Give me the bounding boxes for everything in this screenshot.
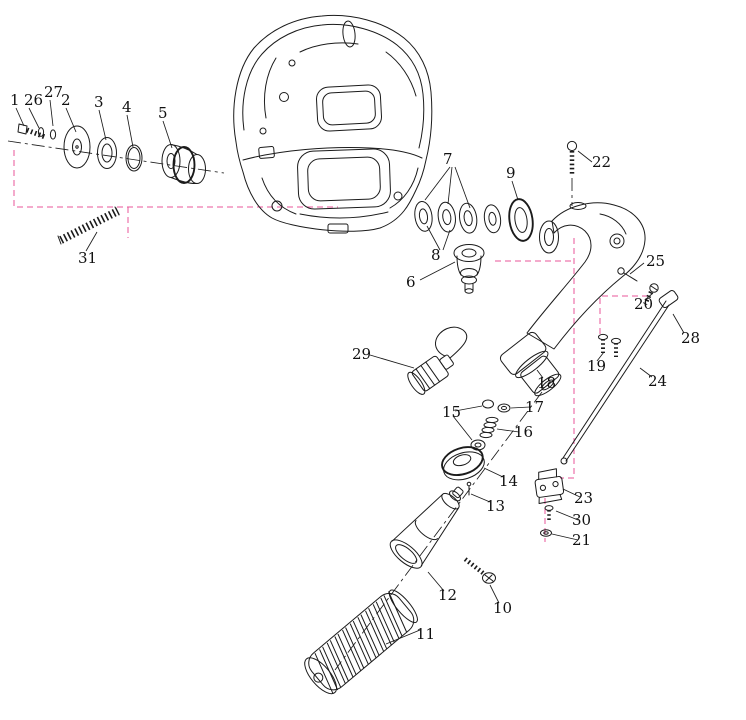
part-13-pin	[466, 481, 472, 496]
part-label-30: 30	[572, 511, 591, 529]
part-30-screw	[544, 505, 554, 521]
part-label-24: 24	[648, 372, 667, 390]
part-14-grommet	[441, 446, 485, 481]
part-label-19: 19	[587, 357, 606, 375]
part-label-21: 21	[572, 531, 591, 549]
part-20-screw	[642, 283, 659, 306]
part-24-throttle-rod	[560, 300, 670, 465]
part-18-throttle-housing	[499, 331, 562, 397]
part-label-18: 18	[537, 374, 556, 392]
part-label-1: 1	[10, 91, 20, 109]
part-label-3: 3	[94, 93, 104, 111]
part-label-23: 23	[574, 489, 593, 507]
part-label-7: 7	[443, 150, 453, 168]
part-label-2: 2	[61, 91, 71, 109]
part-label-4: 4	[122, 98, 132, 116]
part-label-15: 15	[442, 403, 461, 421]
part-label-10: 10	[493, 599, 512, 617]
part-22-bolt	[566, 140, 578, 176]
part-7-8-washer-stack	[414, 200, 502, 234]
part-21-washer	[540, 529, 552, 537]
part-label-6: 6	[406, 273, 416, 291]
part-19-screws	[598, 333, 621, 357]
part-label-9: 9	[506, 164, 516, 182]
part-label-5: 5	[158, 104, 168, 122]
part-27-washer	[49, 129, 57, 140]
part-1-bolt	[17, 123, 46, 140]
part-5-rubber-mount	[161, 144, 206, 185]
part-29-stop-switch	[407, 326, 468, 395]
axis-lines	[7, 140, 573, 671]
part-label-27: 27	[44, 83, 63, 101]
part-label-31: 31	[78, 249, 97, 267]
part-16-spring	[479, 416, 499, 439]
part-label-17: 17	[525, 398, 544, 416]
part-23-bracket	[534, 468, 565, 505]
part-12-handle-cone	[389, 486, 464, 569]
leader-lines	[15, 99, 685, 645]
part-6-bushing	[453, 244, 485, 294]
part-label-14: 14	[499, 472, 518, 490]
part-2-friction-disc	[63, 125, 91, 169]
cowling-assembly	[233, 14, 433, 234]
part-11-rubber-grip	[304, 589, 418, 695]
part-31-stud-bolt	[57, 206, 120, 245]
part-28-rod-end	[658, 290, 679, 309]
part-labels: 1 26 27 2 3 4 5 31 6 7 8 9 22 25 20 28 1…	[10, 83, 700, 643]
part-26-washer	[37, 127, 45, 137]
part-label-12: 12	[438, 586, 457, 604]
part-label-20: 20	[634, 295, 653, 313]
part-label-8: 8	[431, 246, 441, 264]
part-9-seal	[508, 198, 534, 242]
part-label-26: 26	[24, 91, 43, 109]
part-label-13: 13	[486, 497, 505, 515]
part-label-28: 28	[681, 329, 700, 347]
part-label-11: 11	[416, 625, 435, 643]
part-10-screw	[463, 557, 496, 584]
part-17-washer	[497, 403, 511, 413]
part-25-pin	[617, 267, 638, 282]
part-label-16: 16	[514, 423, 533, 441]
assembly-guide-lines	[13, 150, 648, 542]
tiller-arm	[526, 202, 646, 350]
part-3-washer	[97, 137, 117, 169]
part-label-22: 22	[592, 153, 611, 171]
part-label-25: 25	[646, 252, 665, 270]
part-label-29: 29	[352, 345, 371, 363]
part-4-ring	[125, 144, 143, 172]
